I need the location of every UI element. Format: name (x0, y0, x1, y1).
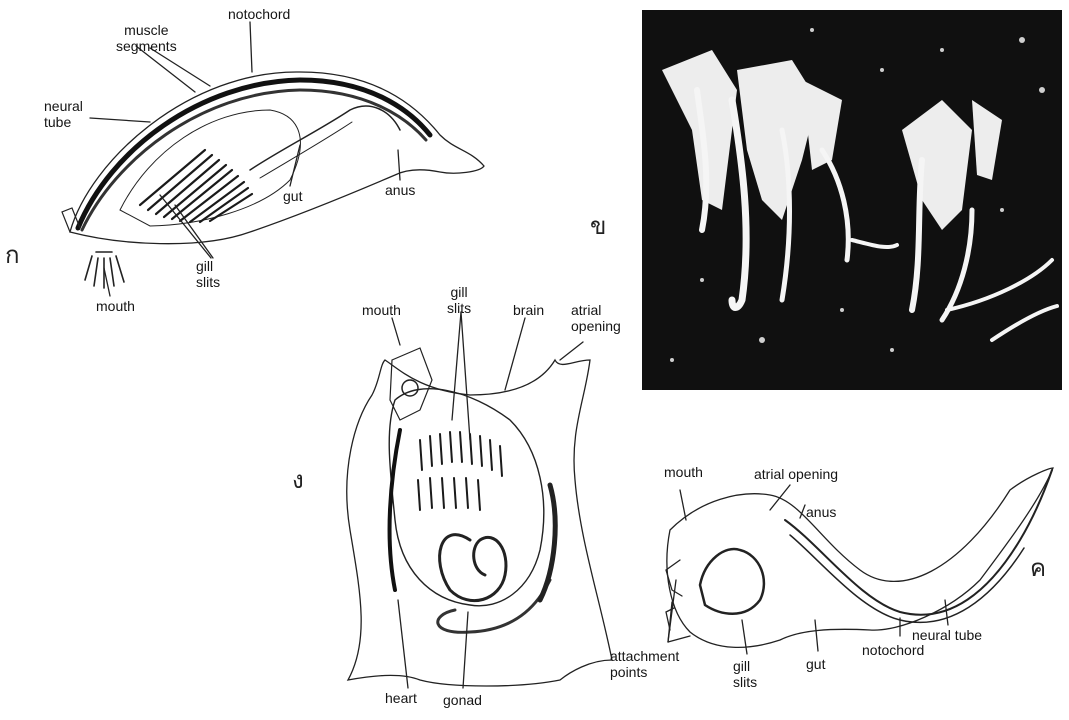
label-mouth: mouth (362, 302, 401, 318)
label-gill-slits-line2: slits (447, 300, 471, 316)
label-gonad: gonad (443, 692, 482, 708)
panel-label-a: ก (5, 235, 20, 274)
label-mouth: mouth (96, 298, 135, 314)
panel-label-b: ข (590, 206, 606, 245)
label-gill-slits-line1: gill (196, 258, 220, 274)
label-heart: heart (385, 690, 417, 706)
adult-tunicate-drawing (347, 312, 612, 688)
label-gill-slits: gill slits (196, 258, 220, 290)
label-atrial-opening: atrial opening (571, 302, 621, 334)
label-neural-tube-line1: neural (44, 98, 83, 114)
label-atrial-opening-line1: atrial (571, 302, 621, 318)
lancelet-drawing (62, 22, 484, 296)
label-neural-tube-line2: tube (44, 114, 83, 130)
label-gut: gut (806, 656, 825, 672)
tunicate-photograph (642, 10, 1062, 390)
label-mouth: mouth (664, 464, 703, 480)
larval-tunicate-drawing (666, 468, 1053, 654)
label-muscle-segments-line2: segments (116, 38, 177, 54)
label-atrial-opening: atrial opening (754, 466, 838, 482)
label-attachment-points: attachment points (610, 648, 679, 680)
label-anus: anus (806, 504, 836, 520)
panel-label-d: ง (292, 460, 304, 499)
label-muscle-segments-line1: muscle (116, 22, 177, 38)
label-gill-slits-line2: slits (733, 674, 757, 690)
label-gill-slits: gill slits (733, 658, 757, 690)
label-neural-tube: neural tube (912, 627, 982, 643)
label-attachment-points-line2: points (610, 664, 679, 680)
label-notochord: notochord (228, 6, 290, 22)
label-anus: anus (385, 182, 415, 198)
label-brain: brain (513, 302, 544, 318)
label-gill-slits: gill slits (447, 284, 471, 316)
label-gut: gut (283, 188, 302, 204)
label-gill-slits-line1: gill (733, 658, 757, 674)
label-gill-slits-line1: gill (447, 284, 471, 300)
panel-label-c: ค (1030, 548, 1046, 587)
label-notochord: notochord (862, 642, 924, 658)
label-gill-slits-line2: slits (196, 274, 220, 290)
label-neural-tube: neural tube (44, 98, 83, 130)
label-atrial-opening-line2: opening (571, 318, 621, 334)
label-attachment-points-line1: attachment (610, 648, 679, 664)
label-muscle-segments: muscle segments (116, 22, 177, 54)
